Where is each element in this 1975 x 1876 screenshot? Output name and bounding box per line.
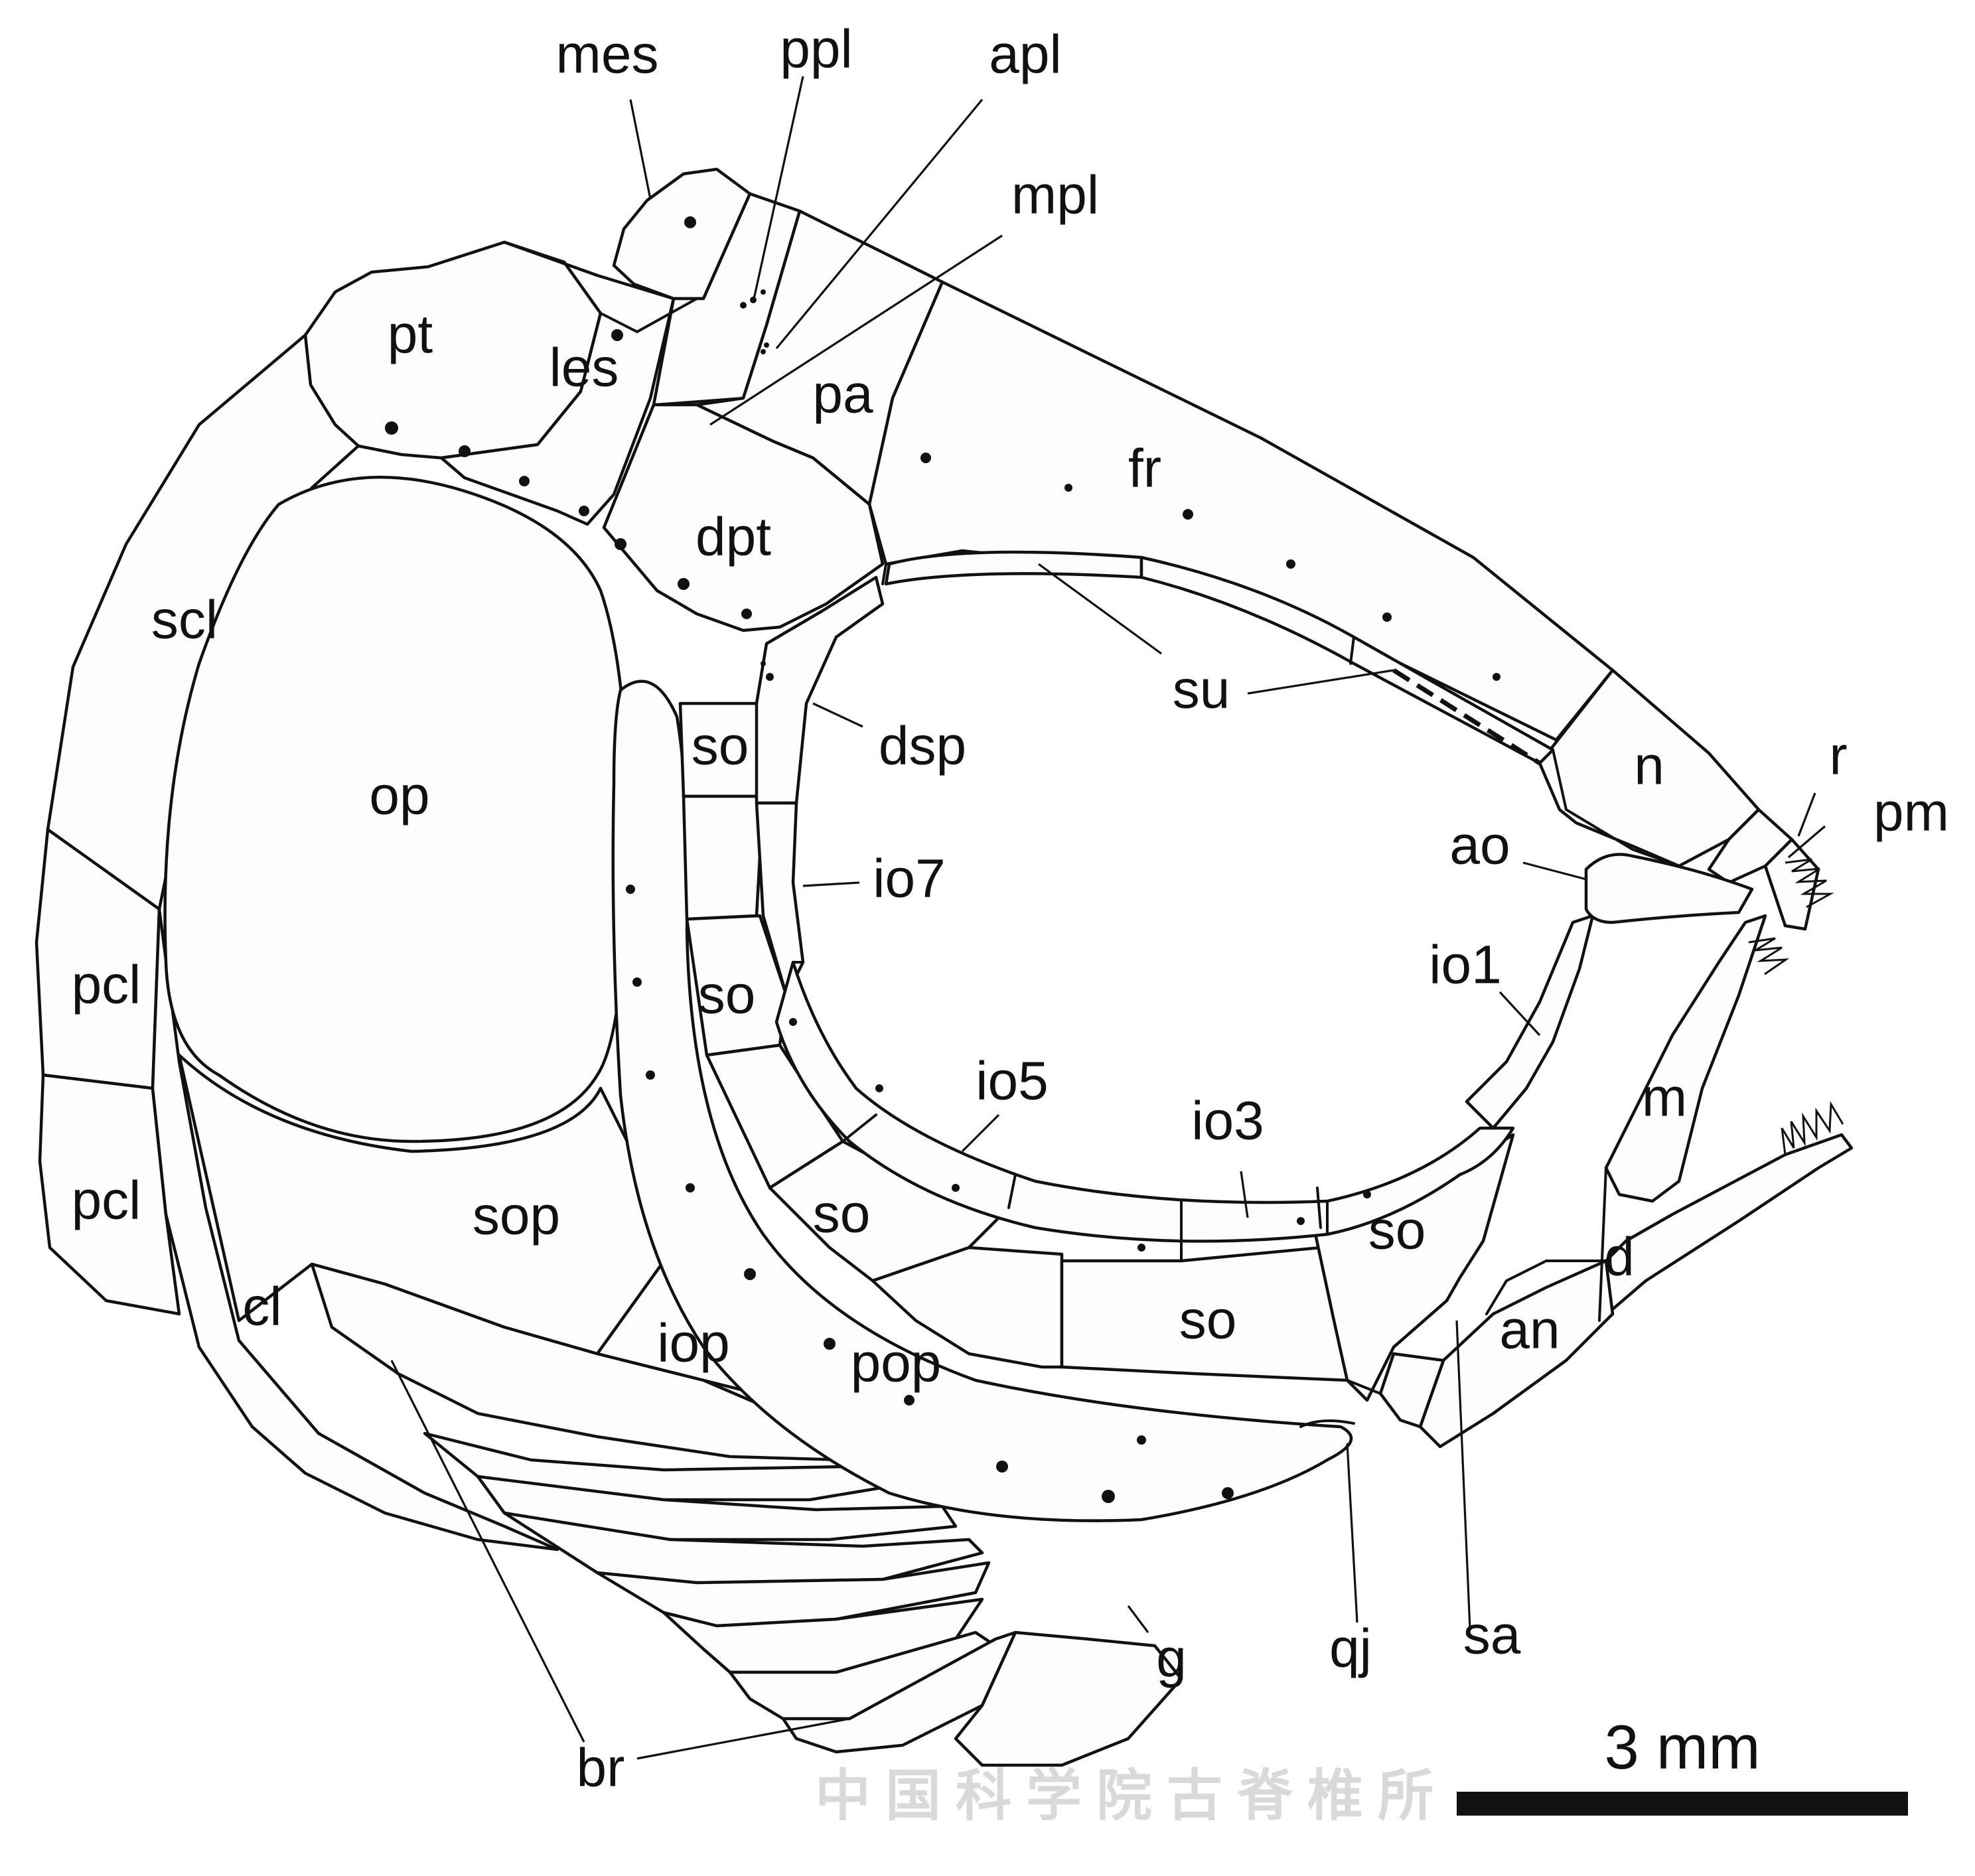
label-ppl: ppl: [780, 19, 852, 80]
bone-dpt: [602, 403, 885, 632]
label-dpt: dpt: [695, 507, 771, 567]
label-iop: iop: [657, 1313, 729, 1374]
bones: [35, 167, 1854, 1767]
leader-lines: [390, 76, 1826, 1760]
label-io1: io1: [1429, 935, 1501, 995]
watermark: 中国科学院古脊椎所: [815, 1763, 1448, 1828]
label-so-5: so: [1179, 1290, 1237, 1350]
label-pcl-lower: pcl: [72, 1171, 141, 1231]
label-d: d: [1604, 1227, 1635, 1287]
label-pcl-upper: pcl: [72, 955, 141, 1015]
label-qj: qj: [1329, 1619, 1372, 1679]
bone-g: [954, 1630, 1183, 1767]
label-pa: pa: [812, 364, 873, 425]
label-dsp: dsp: [879, 716, 966, 776]
label-fr: fr: [1128, 439, 1161, 499]
label-mes: mes: [556, 25, 659, 85]
label-io5: io5: [976, 1051, 1048, 1112]
bone-so-6: [871, 1246, 1064, 1369]
label-ao: ao: [1449, 816, 1510, 876]
bone-pop: [611, 680, 1353, 1522]
label-su: su: [1173, 660, 1230, 720]
label-sa: sa: [1463, 1605, 1521, 1666]
label-br: br: [577, 1738, 625, 1798]
sutures: [599, 192, 1680, 1428]
label-sop: sop: [473, 1186, 560, 1246]
labels: mes ppl apl mpl pt les pa fr dpt scl op …: [72, 19, 1949, 1798]
bone-io-ring: [774, 960, 1515, 1243]
bone-fr: [867, 280, 1615, 742]
label-scl: scl: [151, 590, 218, 650]
label-pm: pm: [1873, 782, 1949, 843]
su-dashed-edge: [1392, 668, 1541, 765]
label-an: an: [1499, 1300, 1560, 1360]
label-so-1: so: [692, 716, 749, 776]
scale-bar-label: 3 mm: [1605, 1712, 1761, 1782]
d-teeth: [1781, 1100, 1844, 1155]
label-pt: pt: [388, 305, 433, 365]
label-pop: pop: [851, 1333, 942, 1394]
label-mpl: mpl: [1011, 165, 1099, 226]
bone-su: [884, 550, 1143, 586]
label-m: m: [1642, 1068, 1687, 1128]
label-apl: apl: [989, 25, 1061, 85]
label-n: n: [1634, 736, 1664, 796]
label-so-2: so: [698, 965, 756, 1025]
label-so-4: so: [1368, 1200, 1426, 1261]
bone-sop: [177, 1053, 676, 1356]
scale-bar: 3 mm: [1457, 1712, 1908, 1816]
bone-dsp: [755, 575, 885, 805]
bone-op: [163, 476, 629, 1143]
label-so-3: so: [813, 1184, 871, 1244]
bone-pm: [1763, 837, 1820, 931]
stippling: [385, 216, 1500, 1503]
label-les: les: [549, 338, 619, 398]
bone-sa: [1378, 1352, 1445, 1429]
label-g: g: [1156, 1628, 1187, 1689]
scale-bar-line: [1457, 1792, 1908, 1816]
bone-m: [1604, 914, 1767, 1203]
label-r: r: [1829, 726, 1847, 786]
teeth: [1748, 858, 1844, 1155]
bone-cl: [151, 907, 559, 1551]
label-op: op: [369, 766, 429, 826]
label-io3: io3: [1191, 1091, 1264, 1151]
bone-ao: [1584, 853, 1754, 924]
bone-so-2: [682, 794, 765, 921]
label-io7: io7: [873, 849, 945, 909]
label-cl: cl: [242, 1277, 281, 1337]
m-teeth: [1748, 937, 1790, 975]
bone-d: [1564, 1133, 1854, 1356]
bone-n: [1538, 668, 1761, 868]
pm-teeth: [1785, 858, 1834, 908]
bone-an: [1418, 1259, 1615, 1449]
